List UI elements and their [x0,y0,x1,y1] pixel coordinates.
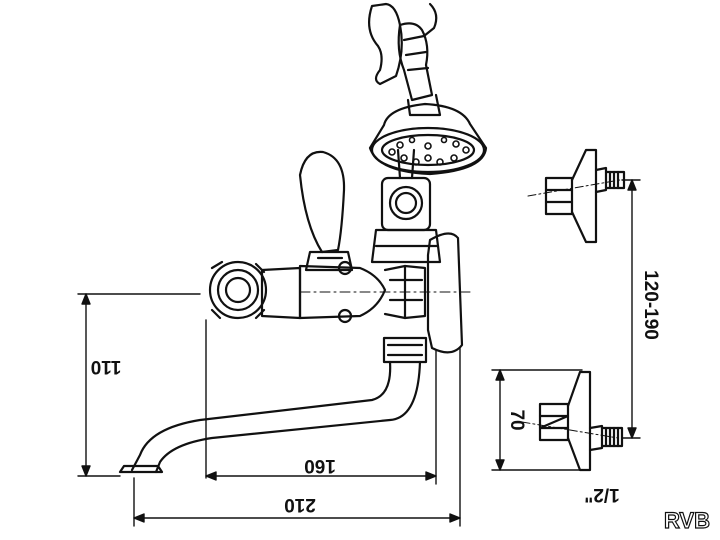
union-fitting-bottom [521,370,624,472]
dimension-210-label: 210 [284,494,316,515]
thread-size-label: 1/2" [584,484,619,505]
shower-nozzles [388,136,470,166]
left-valve-knob [208,260,268,320]
faucet-assembly [118,148,471,474]
diverter-riser [370,148,442,264]
brand-logo: RVB [663,507,710,533]
dimension-lines [77,179,641,527]
dimension-70-label: 70 [506,409,527,430]
wall-escutcheon [426,232,464,354]
union-fitting-top [527,148,626,244]
dimension-110-label: 110 [91,356,122,377]
lever-handle [298,150,354,272]
dimension-120-190-label: 120-190 [640,270,661,340]
mixer-body [260,260,471,324]
spout [118,336,428,474]
shower-assembly [367,2,488,176]
dimension-160-label: 160 [304,455,336,476]
shower-bracket [367,2,403,86]
